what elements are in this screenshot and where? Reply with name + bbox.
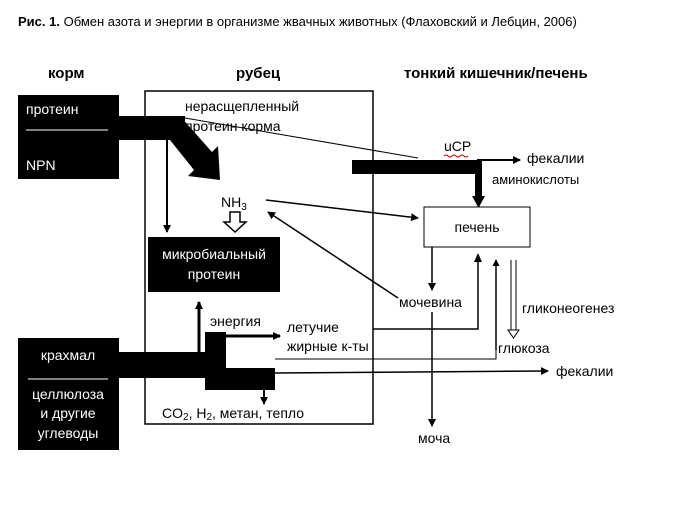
nh3-base: NH [221,194,241,210]
feces-bottom-label: фекалии [556,363,613,379]
microbial-label-2: протеин [188,266,240,282]
header-feed: корм [48,65,85,82]
other-label: и другие [40,405,95,421]
urea-label: мочевина [399,294,462,310]
starch-label: крахмал [41,347,95,363]
feed-protein-box: протеин NPN [18,95,119,179]
nh3-sub: 3 [241,202,247,213]
energy-label: энергия [210,313,261,329]
undegraded-to-ucp-line [184,117,419,159]
cellulose-label: целлюлоза [32,386,104,402]
undegraded-band [165,116,185,126]
feed-carb-box: крахмал целлюлоза и другие углеводы [18,338,119,450]
caption-text: Обмен азота и энергии в организме жвачны… [60,14,577,29]
feed-protein-label: протеин [26,101,78,117]
ucp-to-liver-head [472,196,485,208]
microbial-label-1: микробиальный [162,246,266,262]
vfa-to-liver-head [474,253,482,262]
undegraded-label-1: нерасщепленный [185,98,299,114]
vfa-label-2: жирные к-ты [287,338,369,354]
ucp-to-liver-stem [475,160,482,196]
ucp-label: uCP [444,138,471,154]
urine-label: моча [418,430,450,446]
gases-co: CO [162,405,183,421]
gluconeogenesis-arrow [507,260,520,339]
glucose-label: глюкоза [498,340,550,356]
feces-top-label: фекалии [527,150,584,166]
gluconeogenesis-label: гликонеогенез [522,300,614,316]
vfa-to-liver-line [373,259,479,330]
amino-acids-label: аминокислоты [492,172,579,187]
rumen-frame [144,90,374,425]
carb-flow-band [119,332,275,390]
carb-to-feces-arrow [274,367,549,376]
ucp-squiggle [443,154,469,158]
gases-rest: , метан, тепло [212,405,304,421]
nh3-to-liver-arrow [265,199,419,222]
header-rumen: рубец [236,65,281,82]
ucp-bar [352,160,477,174]
nh3-label: NH3 [221,194,247,213]
protein-flow-arrow [119,116,220,180]
liver-label: печень [454,219,499,235]
carb-to-glucose-line [275,350,497,360]
undegraded-label-2: протеин корма [185,118,281,134]
vfa-label-1: летучие [287,319,339,335]
gases-co-sub: 2 [183,412,189,423]
liver-box [423,206,531,248]
carbs-label: углеводы [38,425,99,441]
microbial-protein-box: микробиальный протеин [148,237,280,292]
header-intestine: тонкий кишечник/печень [404,65,588,82]
figure-caption: Рис. 1. Обмен азота и энергии в организм… [18,14,577,29]
gases-h-sub: 2 [206,412,212,423]
nh3-to-microbial-arrow [222,211,248,234]
gases-label: CO2, H2, метан, тепло [162,405,304,423]
caption-label: Рис. 1. [18,14,60,29]
urea-to-nh3-arrow [267,211,399,299]
feed-npn-label: NPN [26,157,56,173]
gases-h: , H [189,405,207,421]
